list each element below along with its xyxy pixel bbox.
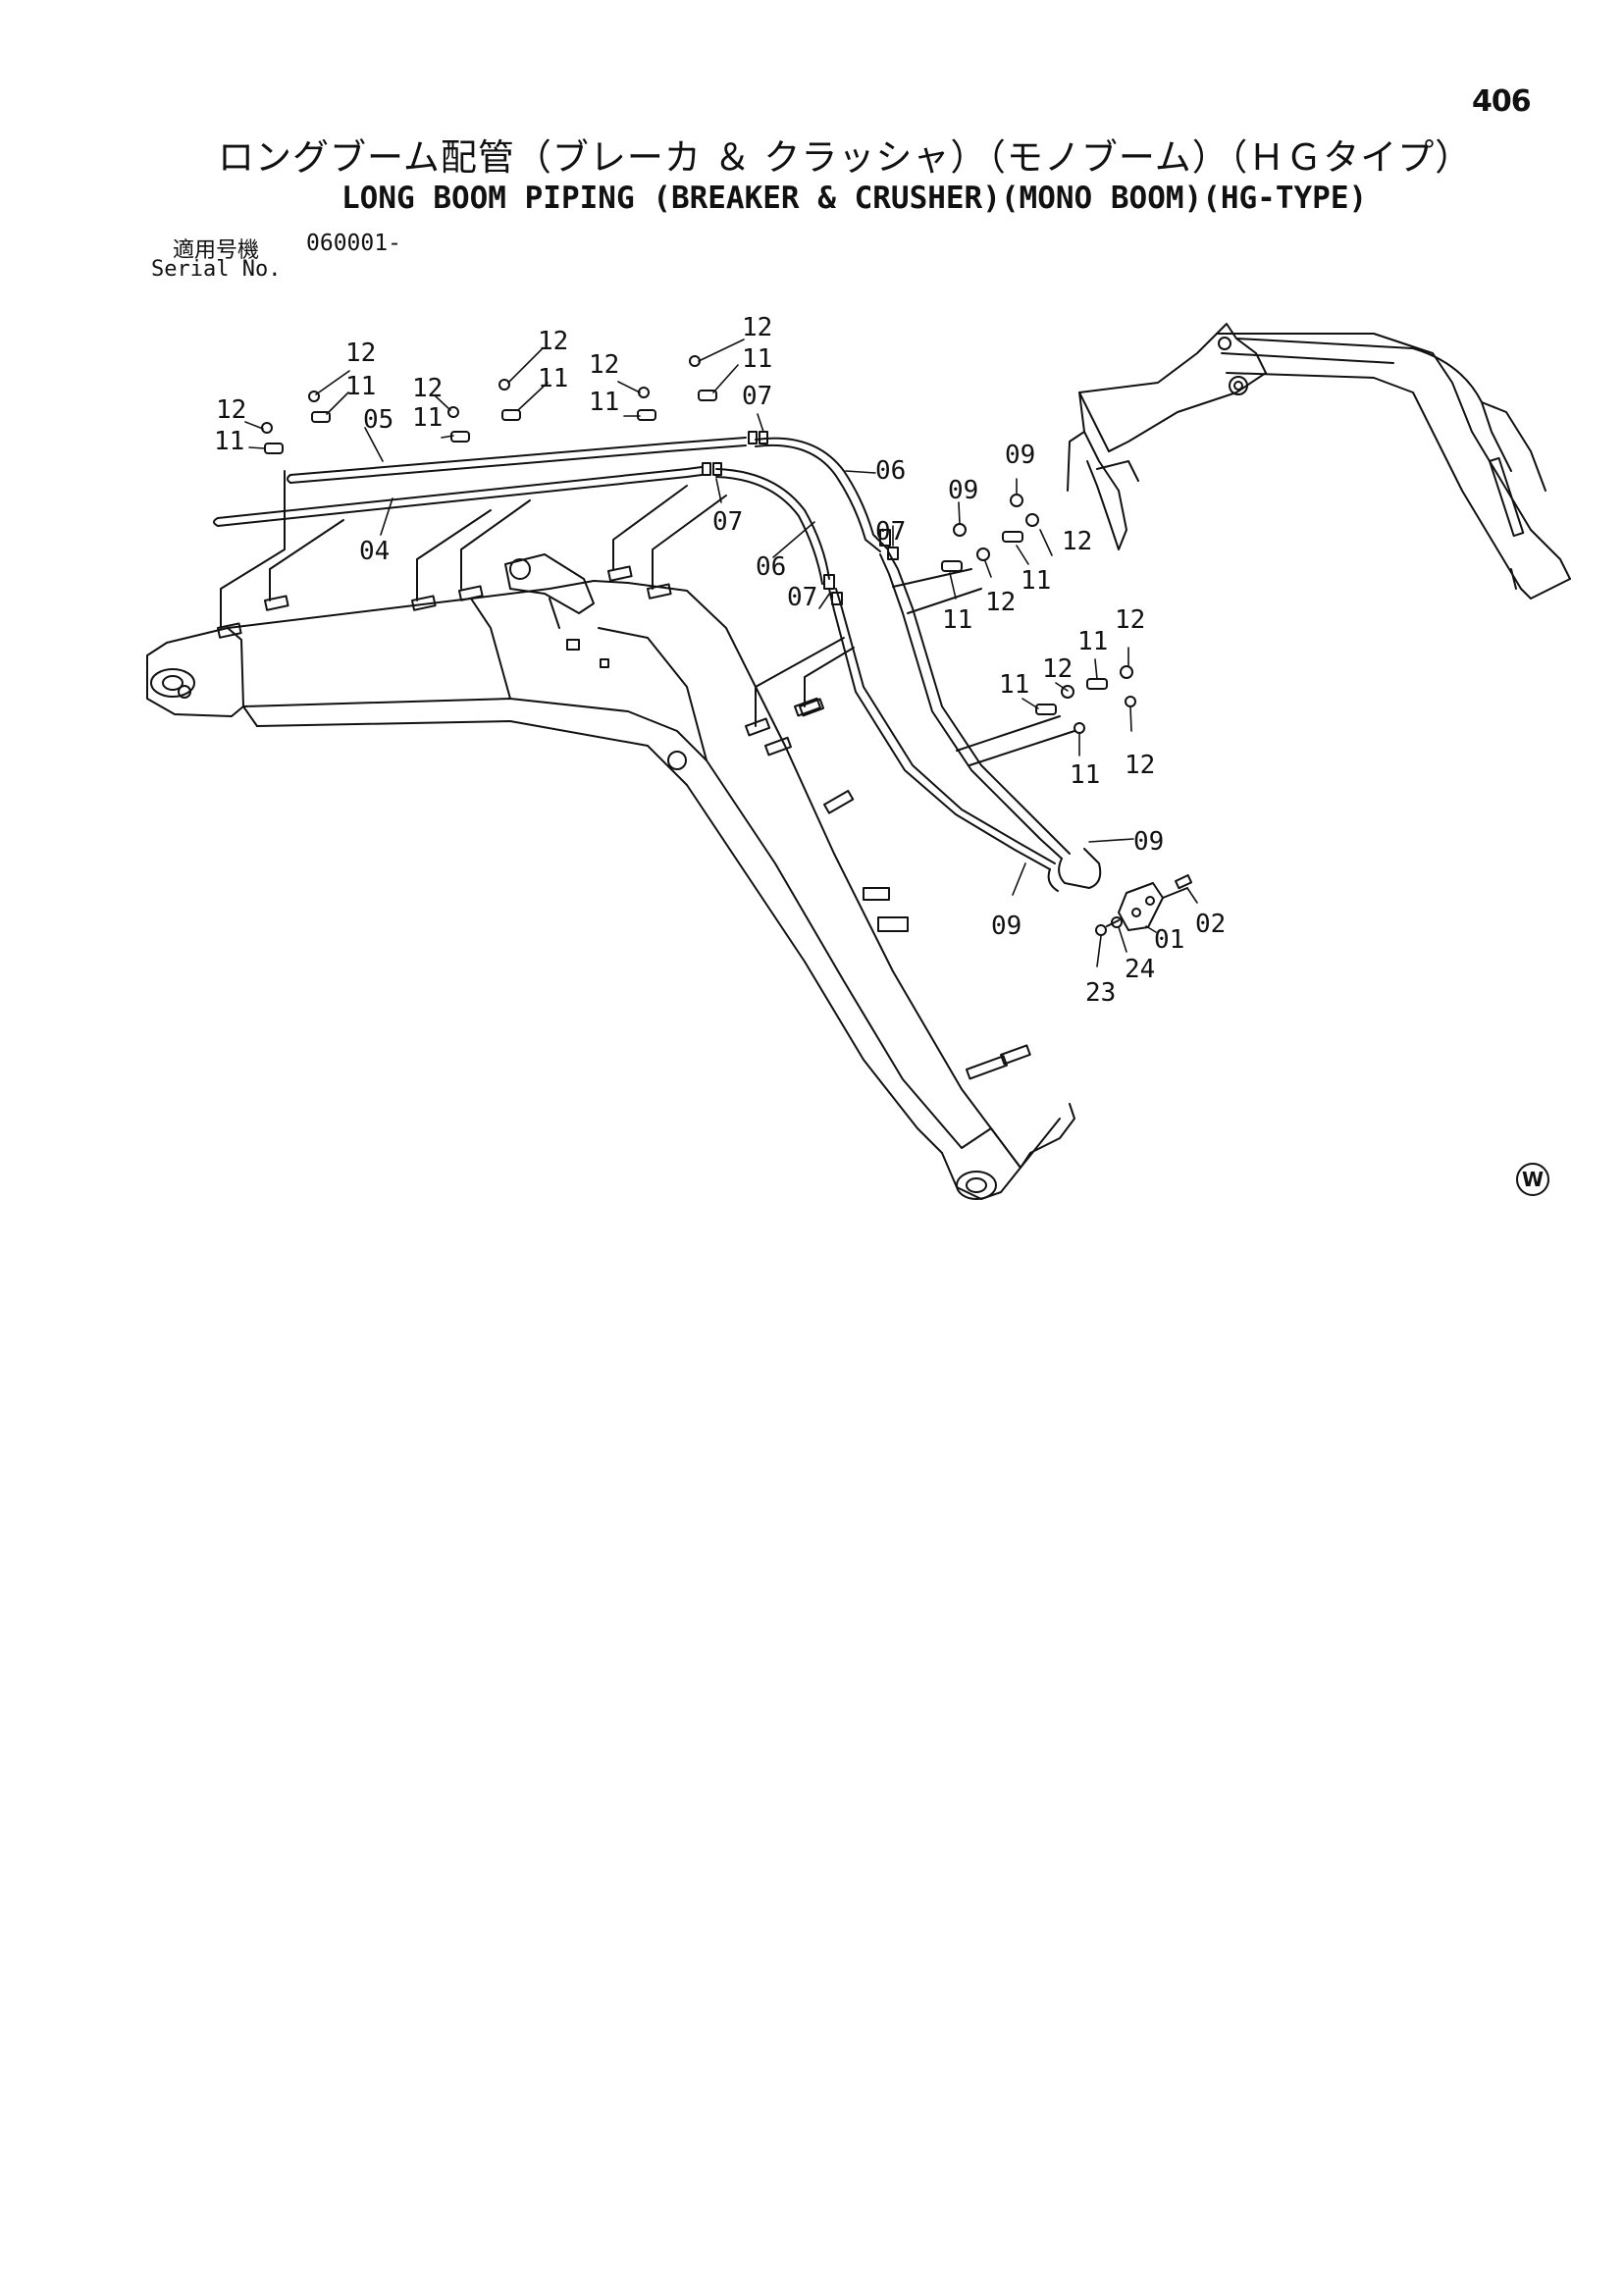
serial-label-japanese: 適用号機 — [173, 238, 260, 263]
page-title-japanese: ロングブーム配管（ブレーカ ＆ クラッシャ）（モノブーム）（ＨＧタイプ） — [218, 136, 1473, 179]
part-label-31: 12 — [1125, 751, 1155, 780]
part-label-27: 12 — [1042, 654, 1073, 684]
part-label-4: 05 — [363, 405, 393, 435]
pipe-04-05 — [213, 437, 747, 527]
part-label-16: 07 — [712, 507, 743, 537]
part-label-9: 12 — [589, 350, 619, 380]
pipe-01-02 — [828, 550, 1102, 892]
part-label-29: 12 — [1115, 605, 1145, 635]
part-label-20: 09 — [948, 476, 978, 505]
arm-attachment-illustration — [1067, 323, 1571, 600]
part-label-23: 12 — [985, 588, 1016, 617]
part-label-5: 12 — [412, 374, 443, 403]
part-label-26: 11 — [999, 670, 1029, 700]
part-label-10: 11 — [589, 388, 619, 417]
part-label-14: 04 — [359, 537, 390, 566]
hose-06 — [715, 437, 889, 585]
part-label-21: 09 — [1005, 441, 1035, 470]
part-label-6: 11 — [412, 403, 443, 433]
part-label-32: 09 — [1133, 827, 1164, 857]
part-label-12: 11 — [742, 344, 772, 374]
part-label-33: 09 — [991, 912, 1022, 941]
watermark-symbol: W — [1516, 1163, 1549, 1196]
part-label-19: 07 — [875, 517, 906, 547]
part-label-13: 07 — [742, 382, 772, 411]
part-label-34: 02 — [1195, 910, 1226, 939]
part-label-37: 23 — [1085, 978, 1116, 1008]
part-label-25: 12 — [1062, 527, 1092, 556]
part-label-17: 06 — [756, 552, 786, 582]
part-label-24: 11 — [1021, 566, 1051, 596]
part-label-0: 12 — [216, 395, 246, 425]
part-label-18: 07 — [787, 583, 817, 612]
part-label-15: 06 — [875, 456, 906, 486]
part-label-28: 11 — [1077, 627, 1108, 656]
boom-clamp-brackets — [216, 470, 855, 737]
boom-illustration — [146, 553, 1075, 1200]
part-label-30: 11 — [1070, 760, 1100, 790]
leader-lines — [244, 339, 1198, 967]
part-label-11: 12 — [742, 313, 772, 342]
part-label-7: 12 — [538, 327, 568, 356]
page-title-english: LONG BOOM PIPING (BREAKER & CRUSHER)(MON… — [341, 181, 1368, 216]
part-label-35: 01 — [1154, 925, 1184, 955]
part-label-22: 11 — [942, 605, 972, 635]
part-label-2: 12 — [345, 339, 376, 368]
page-number: 406 — [1472, 84, 1532, 119]
part-label-8: 11 — [538, 364, 568, 393]
serial-label-english: Serial No. — [151, 257, 282, 282]
part-label-1: 11 — [214, 427, 244, 456]
part-label-36: 24 — [1125, 955, 1155, 984]
serial-number-value: 060001- — [306, 231, 401, 256]
part-label-3: 11 — [345, 372, 376, 401]
